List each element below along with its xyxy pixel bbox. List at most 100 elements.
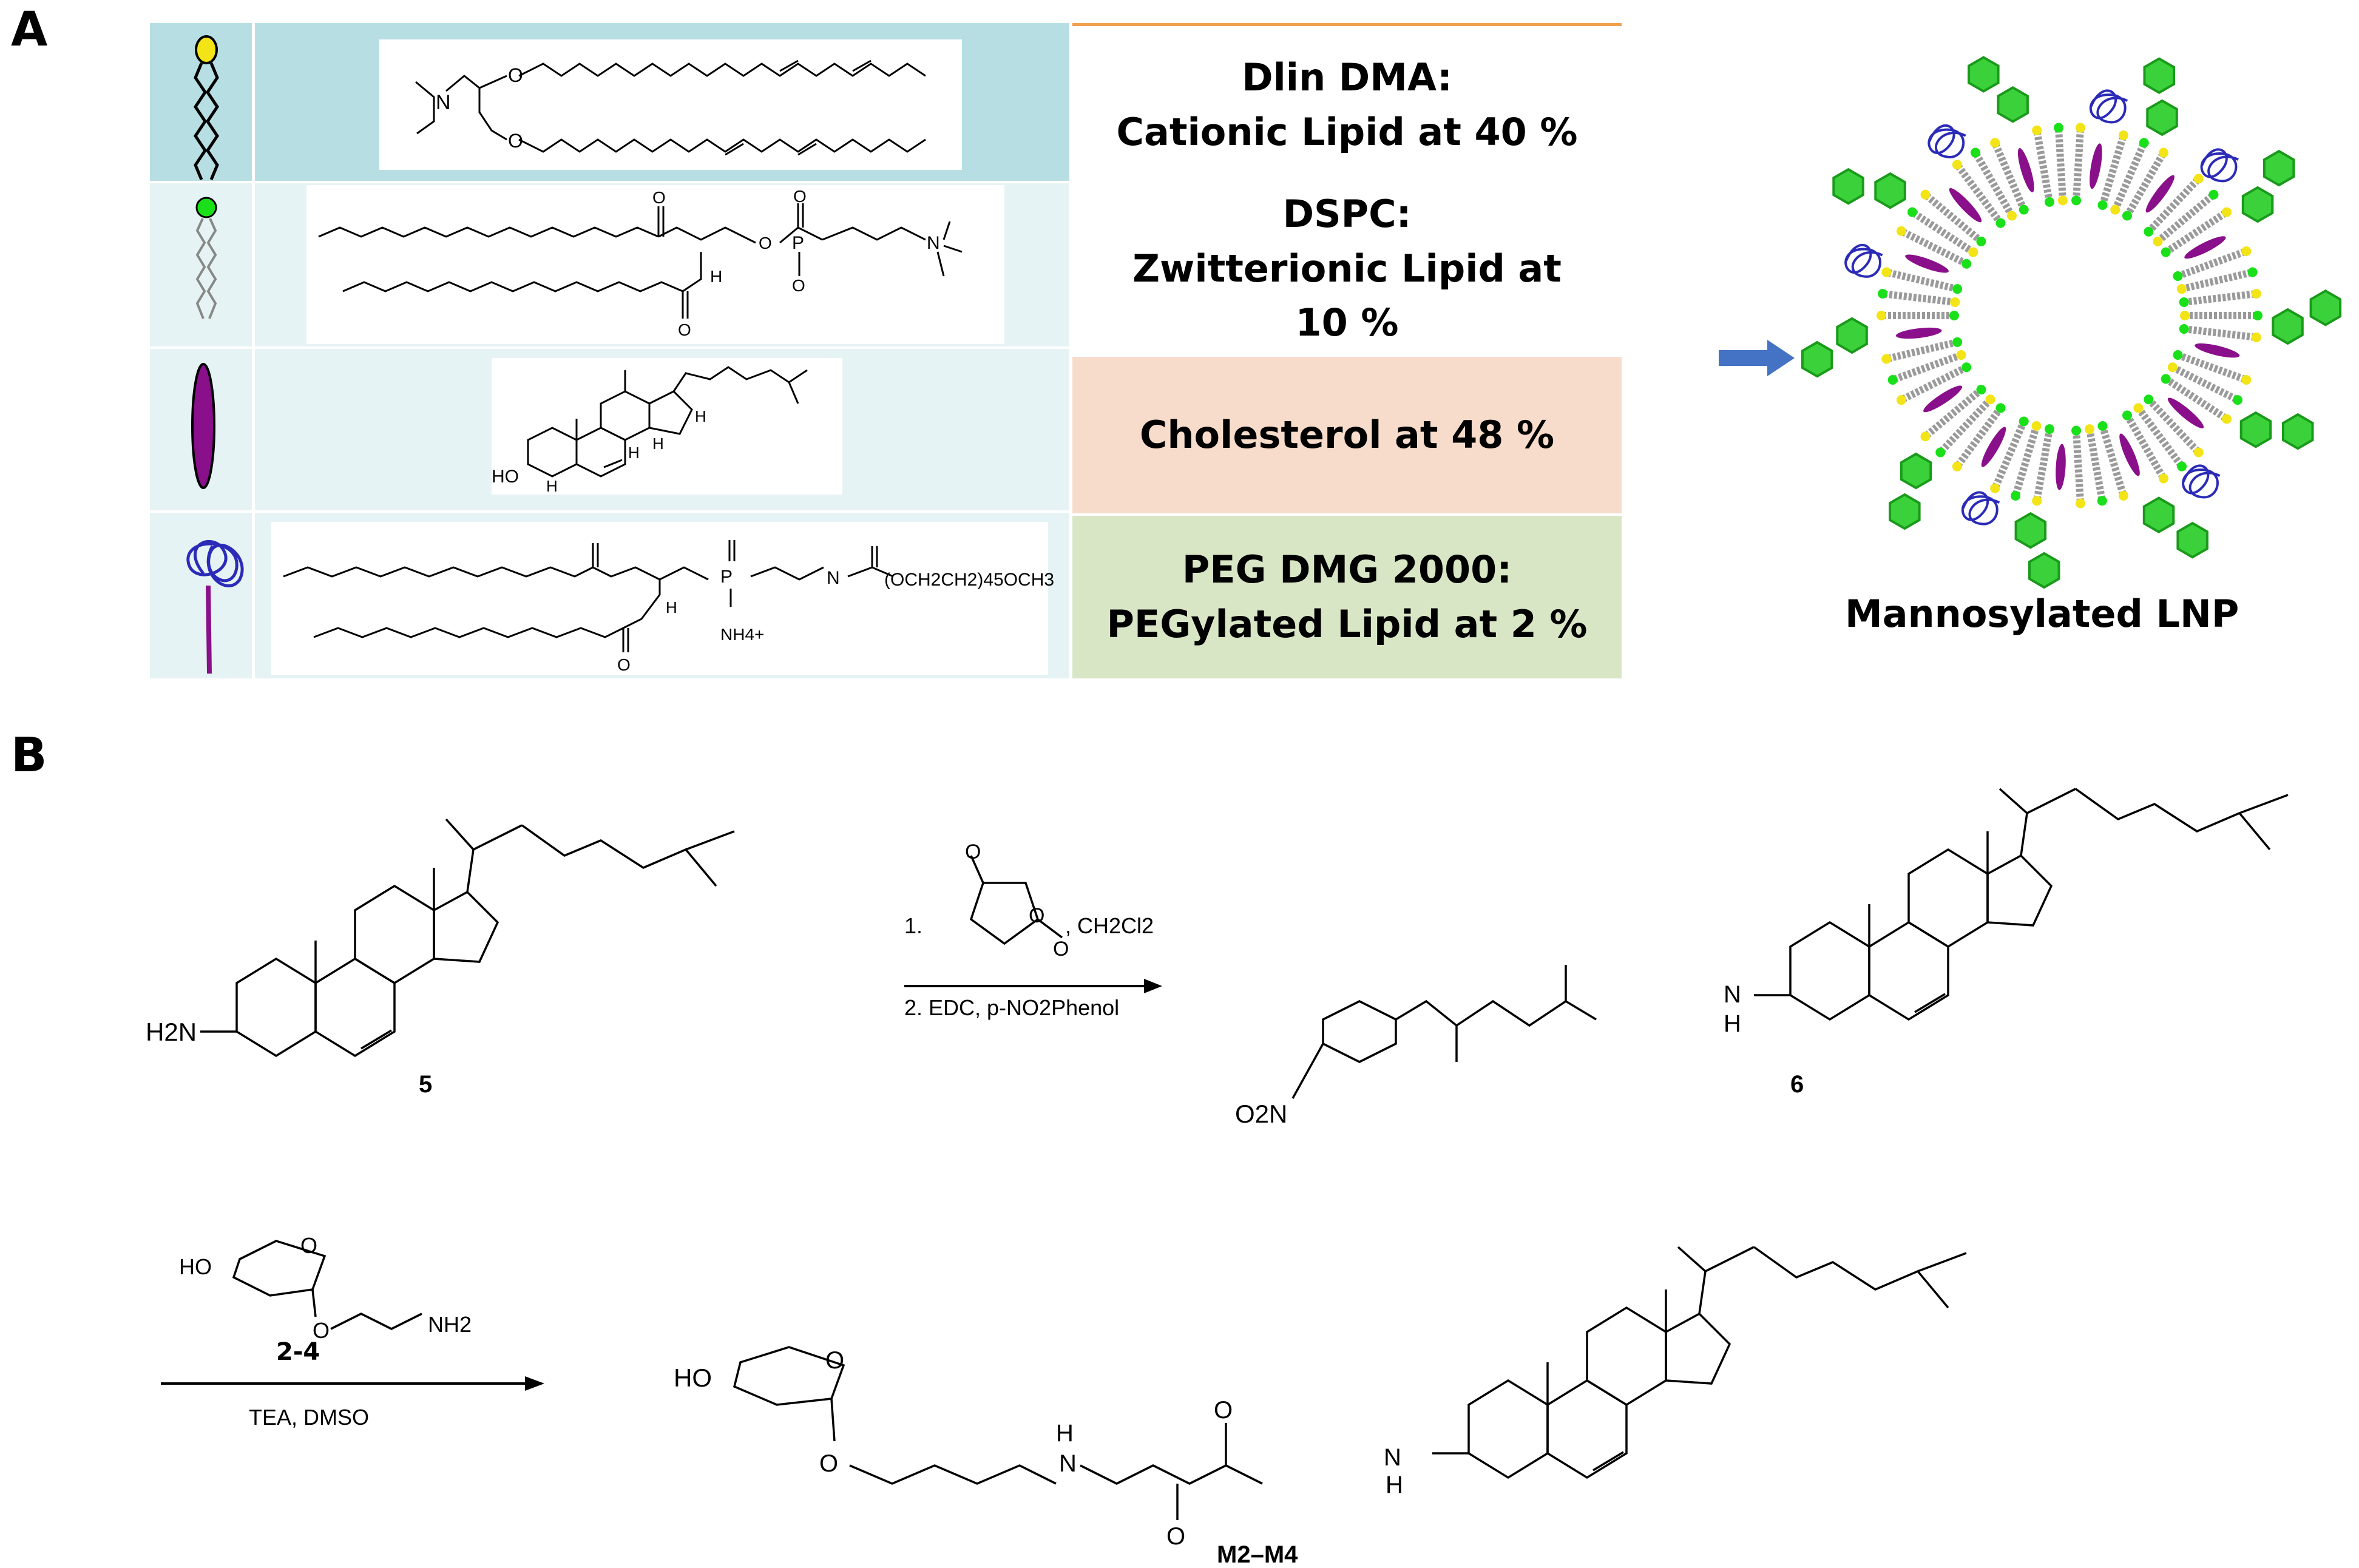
mannose-hexagon-icon (1889, 493, 1921, 530)
cholesterol-icon (191, 363, 215, 489)
lnp-cholesterol (1923, 385, 1963, 413)
peg-p-label: P (720, 567, 733, 587)
lnp-lipid-tail (1910, 209, 1975, 255)
lnp-lipid-tail (1937, 397, 1993, 455)
lnp-lipid-head (1877, 311, 1886, 320)
peg-chain-label: (OCH2CH2)45OCH3 (884, 570, 1054, 590)
lnp-lipid-tail (2111, 141, 2148, 211)
lnp-lipid-tail (1954, 162, 2004, 226)
mannose-hexagon-icon (1997, 86, 2029, 123)
svg-text:H: H (1386, 1472, 1403, 1498)
svg-text:N: N (1059, 1450, 1077, 1477)
lnp-lipid-head (2153, 236, 2163, 246)
svg-text:H: H (1056, 1420, 1074, 1447)
label-dlin-dma: Dlin DMA:Cationic Lipid at 40 % (1072, 27, 1622, 182)
lnp-lipid-tail (1900, 228, 1968, 268)
orange-top-rule (1072, 23, 1622, 26)
dspc-h-label: H (710, 267, 722, 286)
lnp-lipid-head (2193, 447, 2204, 458)
lnp-lipid-tail (1885, 338, 1958, 363)
product-label: M2–M4 (1217, 1541, 1298, 1568)
lnp-lipid-head (1952, 461, 1962, 471)
mannose-hexagon-icon (2143, 57, 2175, 95)
lnp-lipid-head (2097, 496, 2107, 506)
dspc-nplus-label: N (927, 233, 940, 253)
mannose-hexagon-icon (2028, 552, 2060, 589)
svg-text:O: O (1053, 938, 1069, 961)
svg-text:O: O (825, 1347, 844, 1374)
lnp-lipid-tail (2124, 413, 2167, 481)
lnp-lipid-head (2241, 375, 2252, 385)
lnp-lipid-tail (1991, 141, 2028, 211)
lnp-lipid-head (2179, 297, 2189, 307)
lnp-lipid-head (2110, 204, 2120, 215)
lnp-lipid-tail (1923, 387, 1984, 439)
svg-text:O: O (819, 1450, 838, 1477)
lnp-lipid-tail (2155, 192, 2216, 245)
lnp-cholesterol (2056, 444, 2066, 490)
chol-h1-label: H (546, 477, 558, 495)
compound-5-amine-label: H2N (146, 1018, 197, 1046)
mannose-hexagon-icon (2272, 308, 2304, 345)
mannose-hexagon-icon (2142, 496, 2175, 533)
lnp-lipid-head (2118, 130, 2128, 141)
lnp-lipid-head (1881, 354, 1892, 364)
label-cholesterol: Cholesterol at 48 % (1072, 357, 1622, 513)
lnp-lipid-head (2161, 247, 2171, 257)
lnp-lipid-head (2241, 246, 2252, 256)
lnp-cholesterol (2090, 143, 2102, 189)
lnp-lipid-head (1881, 267, 1892, 277)
lnp-cholesterol (2167, 397, 2204, 428)
lnp-lipid-head (1976, 236, 1986, 246)
chol-ho-label: HO (492, 467, 519, 487)
table-row-divider-1 (150, 181, 1069, 183)
lnp-lipid-head (1990, 483, 2000, 493)
svg-text:N: N (1384, 1444, 1401, 1471)
peg-lipid-icon (186, 540, 244, 674)
lnp-lipid-tail (2073, 430, 2085, 504)
lnp-cholesterol (1905, 254, 1949, 273)
step2-conditions: TEA, DMSO (249, 1405, 370, 1430)
lnp-lipid-head (2133, 403, 2144, 413)
lnp-peg-coil (2089, 89, 2128, 124)
lnp-lipid-head (1961, 259, 1972, 269)
lnp-lipid-head (1920, 189, 1931, 200)
lnp-lipid-head (1976, 385, 1986, 395)
lnp-lipid-head (2139, 138, 2149, 148)
lnp-lipid-head (2076, 123, 2086, 133)
lnp-lipid-head (1952, 337, 1963, 347)
lnp-lipid-head (2144, 394, 2154, 405)
lnp-lipid-head (2045, 197, 2055, 207)
lnp-lipid-tail (2012, 425, 2040, 497)
lnp-lipid-tail (2135, 405, 2185, 469)
lnp-lipid-tail (2171, 363, 2239, 404)
lnp-lipid-head (2045, 424, 2055, 434)
lnp-lipid-tail (1891, 351, 1963, 384)
lnp-lipid-tail (2164, 209, 2229, 255)
lnp-peg-coil (1927, 124, 1966, 158)
chol-h4-label: H (695, 407, 706, 425)
lnp-lipid-tail (1954, 405, 2004, 469)
lnp-lipid-head (2222, 414, 2232, 424)
svg-text:O: O (1029, 904, 1044, 927)
lnp-lipid-head (1995, 403, 2006, 413)
dspc-structure: O O O P O O N H (306, 185, 1004, 344)
mannose-hexagon-icon (2176, 521, 2208, 559)
lnp-lipid-head (1896, 226, 1906, 236)
mannose-hexagon-icon (2239, 411, 2272, 448)
lnp-lipid-head (1878, 289, 1888, 299)
lnp-lipid-tail (2184, 290, 2257, 306)
lnp-peg-coil (1961, 491, 2000, 525)
table-row-divider-3 (150, 510, 1069, 513)
lnp-lipid-head (2193, 174, 2204, 184)
lnp-lipid-tail (1882, 290, 1955, 306)
product-m2-m4-structure: HO O O N H O O N H M2–M4 (674, 1246, 1967, 1568)
lnp-lipid-head (1995, 218, 2006, 228)
lnp-cholesterol (2145, 175, 2175, 213)
dspc-o3-label: O (759, 234, 772, 252)
lnp-lipid-head (2057, 195, 2068, 206)
lnp-lipid-head (2161, 374, 2171, 384)
lnp-lipid-head (2071, 195, 2082, 206)
peg-nh4-label: NH4+ (720, 625, 764, 644)
